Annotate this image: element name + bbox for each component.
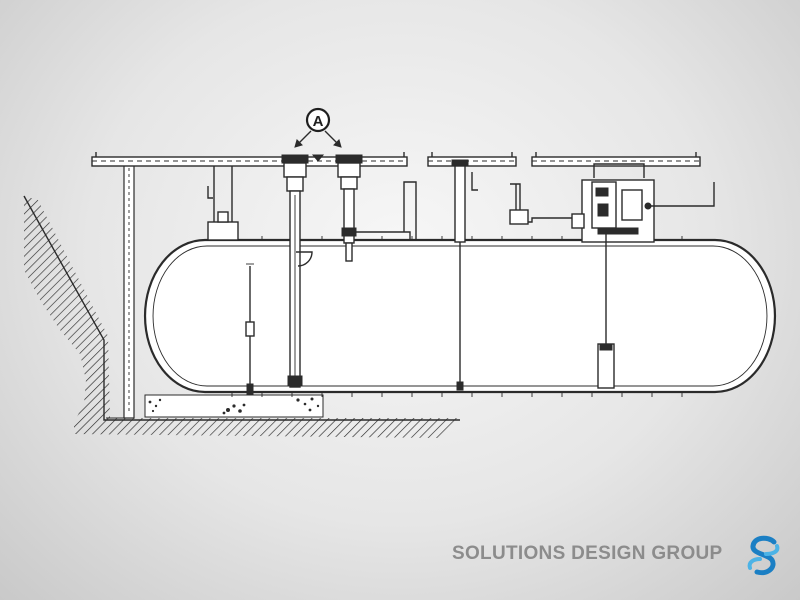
sdg-s-logo-icon <box>747 535 780 576</box>
centre-riser <box>451 159 478 391</box>
submersible-pump <box>597 234 615 389</box>
left-vent-riser <box>106 163 135 419</box>
base-pad <box>144 394 324 418</box>
brand-name: SOLUTIONS DESIGN GROUP <box>452 543 723 564</box>
excavation-soil <box>23 195 460 438</box>
fill-riser-2 <box>335 154 417 262</box>
pump-housing <box>571 163 715 243</box>
left-manway <box>207 166 239 241</box>
callout-label: A <box>313 113 324 130</box>
float-switch <box>296 251 313 267</box>
vent-line <box>509 183 576 225</box>
level-probe-left <box>245 263 255 395</box>
callout-circle-icon <box>305 107 331 133</box>
fill-riser-1 <box>281 154 309 388</box>
callout-a: A <box>294 107 342 162</box>
